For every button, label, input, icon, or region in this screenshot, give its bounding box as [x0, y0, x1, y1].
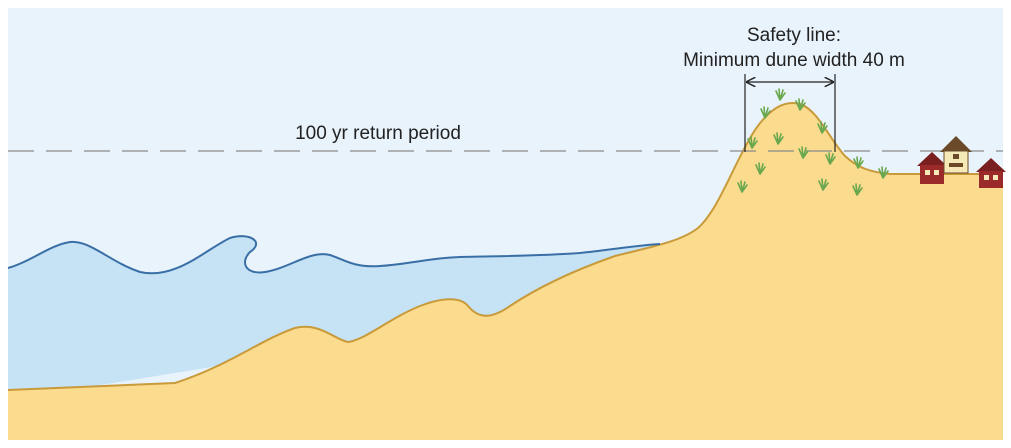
red-house-icon — [976, 158, 1006, 188]
minimum-dune-width-label: Minimum dune width 40 m — [683, 50, 905, 71]
cream-house-icon — [940, 136, 972, 174]
red-house-icon — [917, 152, 947, 184]
sea-area — [8, 236, 660, 400]
sea-surface-line — [7, 235, 661, 275]
return-period-label: 100 yr return period — [295, 123, 461, 144]
safety-line-label: Safety line: — [747, 25, 841, 46]
sand-dune — [8, 103, 1003, 441]
